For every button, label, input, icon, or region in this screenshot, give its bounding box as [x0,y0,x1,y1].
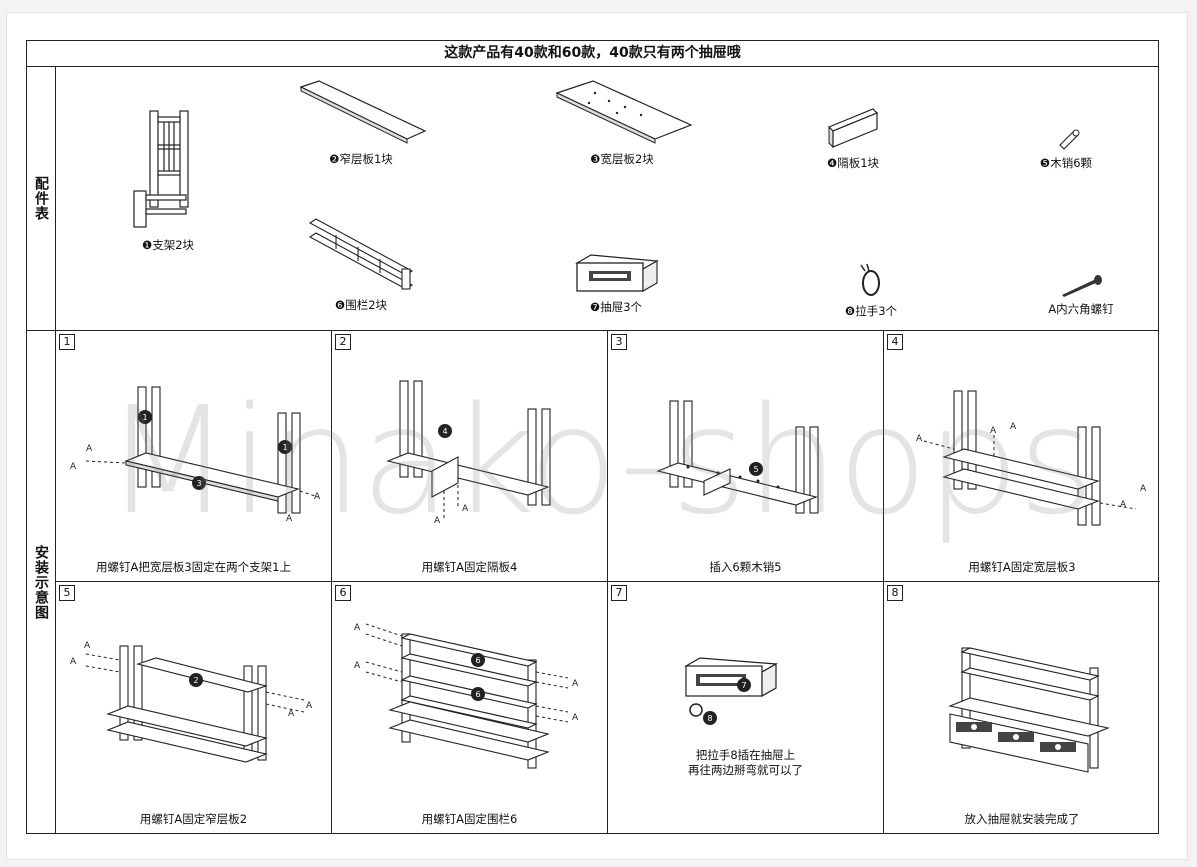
part-label: ❸宽层板2块 [590,152,654,166]
part-label: ❻围栏2块 [334,298,388,312]
screw-marker: A [462,504,469,514]
screw-marker: A [354,661,361,671]
part-label: A内六角螺钉 [1048,302,1114,316]
parts-list: ❶支架2块 ❷窄层板1块 ❸宽层板2块 ❹隔板1块 [56,67,1158,331]
step-number: 7 [611,585,627,601]
part-marker: 3 [196,479,201,488]
step-4: 4 A A A A A 用螺钉A固定宽层板3 [884,331,1160,582]
screw-marker: A [1140,484,1147,494]
step-8-diagram [948,647,1110,773]
step-number: 8 [887,585,903,601]
wide-board-icon [555,80,693,144]
step-caption: 用螺钉A固定窄层板2 [139,812,248,826]
part-marker: 1 [142,413,147,422]
step-5: 5 A A A A 2 用螺钉A固定窄层板2 [56,582,332,833]
screw-marker: A [572,713,579,723]
screw-marker: A [1120,500,1127,510]
part-label: ❹隔板1块 [826,156,880,170]
step-2: 2 4 A A 用螺钉A固定隔板4 [332,331,608,582]
step-3: 3 5 插入6颗木销5 [608,331,884,582]
step-2-diagram: 4 A A [386,380,551,526]
screw-marker: A [86,444,93,454]
step-caption: 把拉手8插在抽屉上 再往两边掰弯就可以了 [688,748,803,777]
step-caption: 用螺钉A固定宽层板3 [968,560,1076,574]
dowel-icon [1059,129,1080,150]
step-number: 2 [335,334,351,350]
screw-marker: A [1010,422,1017,432]
drawer-icon [575,254,659,292]
screw-marker: A [354,623,361,633]
screw-marker: A [288,709,295,719]
part-narrow-board: ❷窄层板1块 [286,79,436,167]
screw-marker: A [286,514,293,524]
step-4-diagram: A A A A A [916,390,1147,526]
part-marker: 6 [475,690,480,699]
part-label: ❼抽屉3个 [589,300,643,314]
step-number: 5 [59,585,75,601]
part-dowel: ❺木销6颗 [1016,125,1116,171]
screw-marker: A [916,434,923,444]
part-marker: 4 [442,427,447,436]
part-label: ❶支架2块 [141,238,195,252]
part-marker: 2 [193,676,198,685]
step-7-diagram: 7 8 [684,657,778,725]
page-title: 这款产品有40款和60款，40款只有两个抽屉哦 [27,41,1158,67]
narrow-board-icon [299,80,427,144]
part-handle: ❽拉手3个 [826,263,916,319]
step-7: 7 7 8 把拉手8插在抽屉上 再往两边掰弯就可以了 [608,582,884,833]
step-caption: 放入抽屉就安装完成了 [964,812,1080,826]
screw-marker: A [314,492,321,502]
screw-marker: A [434,516,441,526]
part-marker: 1 [282,443,287,452]
step-caption: 用螺钉A把宽层板3固定在两个支架1上 [96,560,291,574]
step-number: 1 [59,334,75,350]
step-5-diagram: A A A A 2 [70,641,313,763]
screw-marker: A [990,426,997,436]
screw-marker: A [70,657,77,667]
handle-icon [860,263,880,296]
assembly-steps: 1 A A A A 3 1 1 [56,331,1160,833]
instruction-sheet [6,12,1188,860]
screw-marker: A [572,679,579,689]
step-6: 6 A A A A [332,582,608,833]
part-marker: 5 [753,465,758,474]
step-3-diagram: 5 [656,400,819,514]
step-caption: 插入6颗木销5 [709,560,782,574]
step-caption: 用螺钉A固定围栏6 [421,812,518,826]
rail-icon [308,218,414,290]
step-number: 6 [335,585,351,601]
side-frame-icon [133,110,189,228]
screw-marker: A [70,462,77,472]
step-1-diagram: A A A A 3 1 1 [70,386,321,524]
screw-marker: A [84,641,91,651]
part-rail: ❻围栏2块 [296,215,426,313]
instruction-frame: 这款产品有40款和60款，40款只有两个抽屉哦 配件表 安装示意图 ❶支架2块 [26,40,1160,834]
step-8: 8 放入抽屉就安装完成了 [884,582,1160,833]
part-wide-board: ❸宽层板2块 [542,79,702,167]
part-screw: A内六角螺钉 [1026,273,1136,317]
part-drawer: ❼抽屉3个 [556,253,676,315]
steps-side-label: 安装示意图 [27,331,56,833]
step-caption: 用螺钉A固定隔板4 [421,560,518,574]
screw-marker: A [306,701,313,711]
divider-icon [827,108,879,149]
part-label: ❽拉手3个 [844,304,898,318]
part-marker: 7 [741,681,746,690]
part-marker: 8 [707,714,712,723]
part-label: ❺木销6颗 [1039,156,1093,170]
parts-side-label: 配件表 [27,67,56,331]
screw-icon [1062,275,1102,297]
step-number: 4 [887,334,903,350]
part-side-frame: ❶支架2块 [118,105,218,253]
part-divider: ❹隔板1块 [808,105,898,171]
part-label: ❷窄层板1块 [329,152,393,166]
part-marker: 6 [475,656,480,665]
step-number: 3 [611,334,627,350]
step-6-diagram: A A A A 6 6 [354,623,579,769]
step-1: 1 A A A A 3 1 1 [56,331,332,582]
